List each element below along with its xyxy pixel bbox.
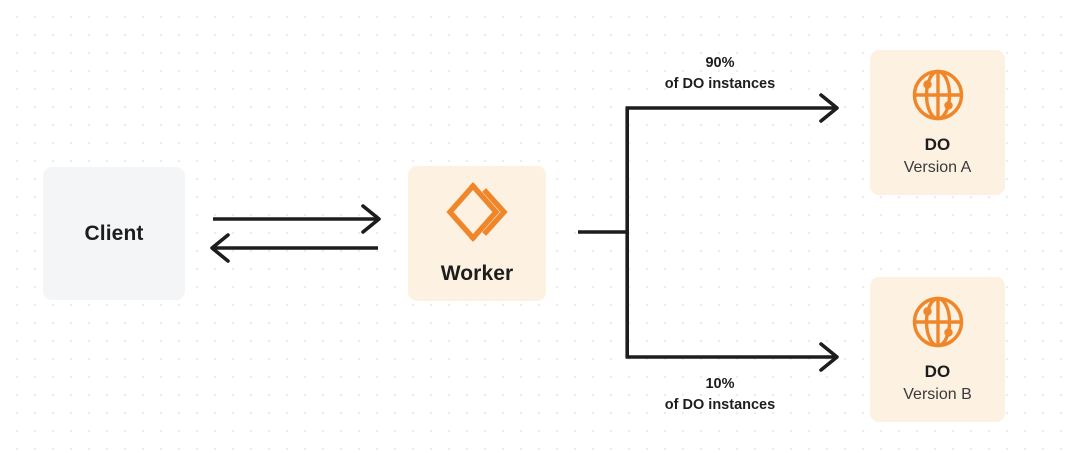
arrow-client-to-worker bbox=[213, 204, 381, 234]
edge-label-do-a: 90% of DO instances bbox=[630, 53, 810, 95]
arrow-worker-to-do-b bbox=[625, 342, 839, 372]
do-a-version-label: Version A bbox=[903, 159, 972, 177]
edge-b-percent: 10% bbox=[705, 376, 735, 392]
edge-b-description: of DO instances bbox=[664, 397, 776, 414]
node-worker[interactable]: Worker bbox=[408, 166, 546, 301]
arrow-worker-to-client bbox=[210, 233, 378, 263]
edge-a-description: of DO instances bbox=[664, 76, 776, 93]
worker-label: Worker bbox=[440, 261, 514, 285]
do-b-version-label: Version B bbox=[903, 386, 972, 404]
arrow-worker-to-do-a bbox=[625, 93, 839, 123]
node-client[interactable]: Client bbox=[43, 167, 185, 300]
edge-label-do-b: 10% of DO instances bbox=[630, 374, 810, 416]
edge-a-percent: 90% bbox=[705, 55, 735, 71]
node-do-version-b[interactable]: DO Version B bbox=[870, 277, 1005, 422]
cloudflare-workers-icon bbox=[446, 181, 508, 243]
do-a-label: DO bbox=[924, 134, 951, 154]
do-b-label: DO bbox=[924, 361, 951, 381]
durable-object-globe-icon bbox=[910, 294, 966, 350]
client-label: Client bbox=[84, 221, 144, 245]
node-do-version-a[interactable]: DO Version A bbox=[870, 50, 1005, 195]
durable-object-globe-icon bbox=[910, 67, 966, 123]
branch-trunk bbox=[578, 108, 630, 357]
